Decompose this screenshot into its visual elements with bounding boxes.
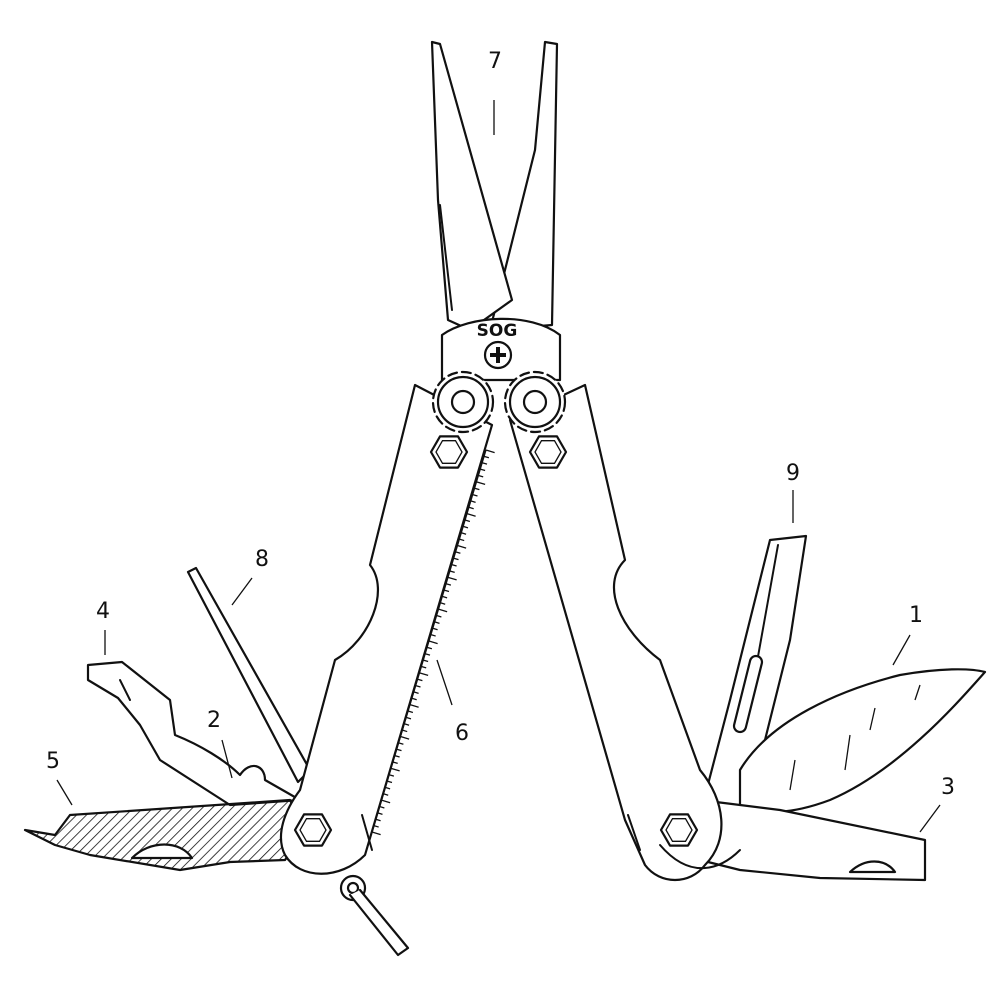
ruler-tick [423,659,429,663]
ruler-tick [371,831,381,836]
ruler-tick [470,500,476,503]
ruler-tick [474,487,480,491]
ruler-tick [472,493,478,497]
ruler-tick [377,812,383,815]
svg-text:1: 1 [909,603,923,628]
callout-7: 7 [488,49,502,135]
ruler-tick [485,449,495,454]
tool-3-opener [698,798,927,882]
ruler-tick [483,455,490,459]
ruler-tick [482,462,488,465]
svg-text:9: 9 [786,461,800,486]
svg-text:8: 8 [255,547,269,572]
hex-bolt-inner [665,818,693,842]
ruler-tick [444,589,450,593]
callout-1: 1 [892,603,923,666]
ruler-tick [480,468,486,472]
ruler-tick [438,608,448,613]
callout-3: 3 [919,775,955,833]
tool-1-knife [738,668,987,813]
svg-text:6: 6 [455,721,469,746]
ruler-tick [400,735,410,740]
ruler-tick [463,525,469,529]
svg-text:2: 2 [207,708,221,733]
ruler-tick [436,614,442,618]
ruler-tick [426,646,433,650]
ruler-tick [413,691,419,694]
ruler-tick [440,602,446,605]
ruler-tick [375,818,381,822]
callout-8: 8 [231,547,269,606]
ruler-tick [451,563,457,567]
ruler-tick [373,825,379,828]
ruler-tick [387,780,393,784]
ruler-tick [407,710,414,714]
ruler-tick [453,557,459,561]
ruler-tick [461,532,467,535]
gears [431,370,567,434]
ruler-tick [379,805,385,809]
tool-9-blade [698,534,808,822]
callout-6: 6 [436,659,469,746]
tool-4-opener [86,660,302,807]
ruler-tick [419,672,429,677]
callout-4: 4 [96,599,110,655]
tool-5-file [23,798,307,872]
ruler-tick [432,627,438,631]
ruler-tick [392,761,398,765]
ruler-tick [394,754,400,758]
ruler-tick [459,538,465,542]
ruler-tick [404,723,410,726]
svg-text:7: 7 [488,49,502,74]
ruler-tick [430,634,436,637]
hex-bolts [293,435,699,847]
ruler-tick [398,742,404,745]
ruler-tick [385,786,391,790]
svg-text:3: 3 [941,775,955,800]
callout-9: 9 [786,461,800,523]
svg-text:5: 5 [46,749,60,774]
ruler-tick [396,748,402,752]
right-handle [508,383,741,881]
ruler-tick [415,684,421,688]
ruler-tick [406,716,412,720]
svg-text:4: 4 [96,599,110,624]
ruler-tick [457,544,467,549]
ruler-tick [409,704,419,708]
ruler-tick [402,729,408,733]
ruler-tick [425,653,431,656]
ruler-tick [445,583,452,586]
ruler-tick [388,774,395,777]
ruler-tick [381,799,391,804]
ruler-tick [442,595,448,599]
ruler-tick [434,621,440,624]
ruler-scale [371,449,495,836]
ruler-tick [476,481,486,486]
ruler-tick [464,519,471,523]
callout-2: 2 [207,708,233,779]
left-handle [280,383,495,875]
hex-bolt-inner [534,440,562,464]
callout-5: 5 [46,749,73,806]
ruler-tick [468,506,474,510]
hex-bolt-inner [435,440,463,464]
ruler-tick [383,793,389,796]
keyring [339,874,410,957]
ruler-tick [390,767,400,772]
brand-logo: SOG [477,321,518,341]
ruler-tick [478,474,484,478]
ruler-tick [466,513,476,517]
ruler-tick [449,570,455,574]
ruler-tick [428,640,438,645]
hex-bolt-inner [299,818,327,842]
ruler-tick [417,678,423,682]
pivot-head: SOG [440,317,562,382]
ruler-tick [421,665,427,669]
tool-7-scissors [430,40,559,332]
ruler-tick [455,551,461,554]
ruler-tick [447,576,457,581]
ruler-tick [411,697,417,701]
